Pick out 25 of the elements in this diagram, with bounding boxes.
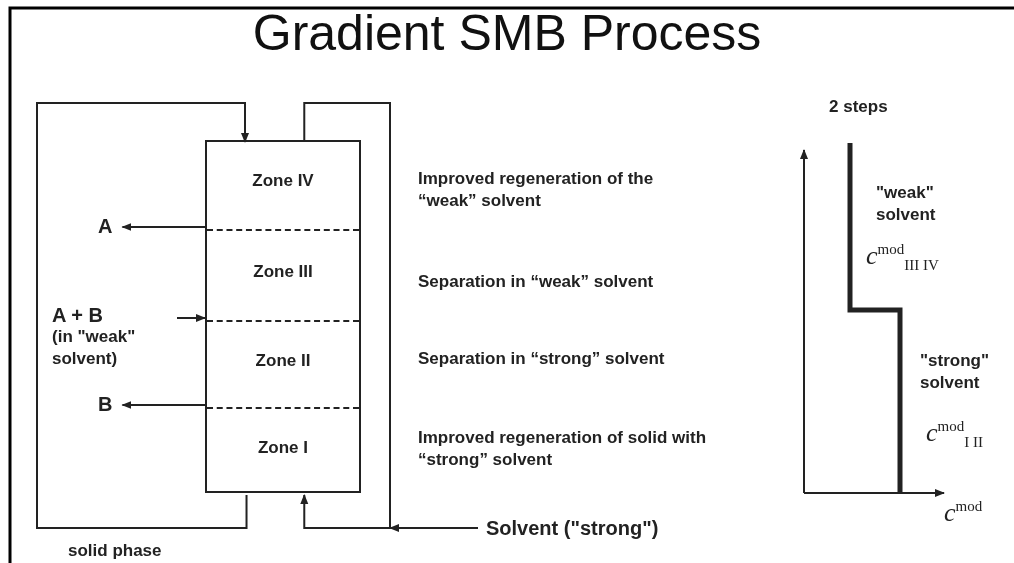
feed-note: (in "weak" solvent) [52,326,137,370]
chart-title: 2 steps [829,96,888,118]
zone-description: Improved regeneration of solid with “strong” solvent [418,427,708,471]
solvent-label: Solvent ("strong") [486,517,659,539]
chart-label: "weak" solvent [876,182,937,226]
arrow [300,102,391,529]
outlet-label: B [98,393,113,415]
zone-description: Improved regeneration of the “weak” solvent [418,168,655,212]
zone-label: Zone III [252,260,314,283]
zone-label: Zone II [254,349,312,372]
zone-label: Zone IV [251,169,315,192]
arrow [121,223,206,231]
zone-label: Zone I [256,437,310,459]
feed-label: A + B [52,304,104,326]
column-box [205,140,361,493]
title: Gradient SMB Process [251,4,763,62]
zone-description: Separation in “weak” solvent [418,271,654,293]
arrow [389,524,479,532]
chart-label: "strong" solvent [920,350,990,394]
arrow [36,102,249,529]
axis-label: c$^{mod}$ [944,496,983,524]
arrow [176,314,206,322]
arrow [121,401,206,409]
zone-description: Separation in “strong” solvent [418,348,665,370]
outlet-label: A [98,215,113,237]
